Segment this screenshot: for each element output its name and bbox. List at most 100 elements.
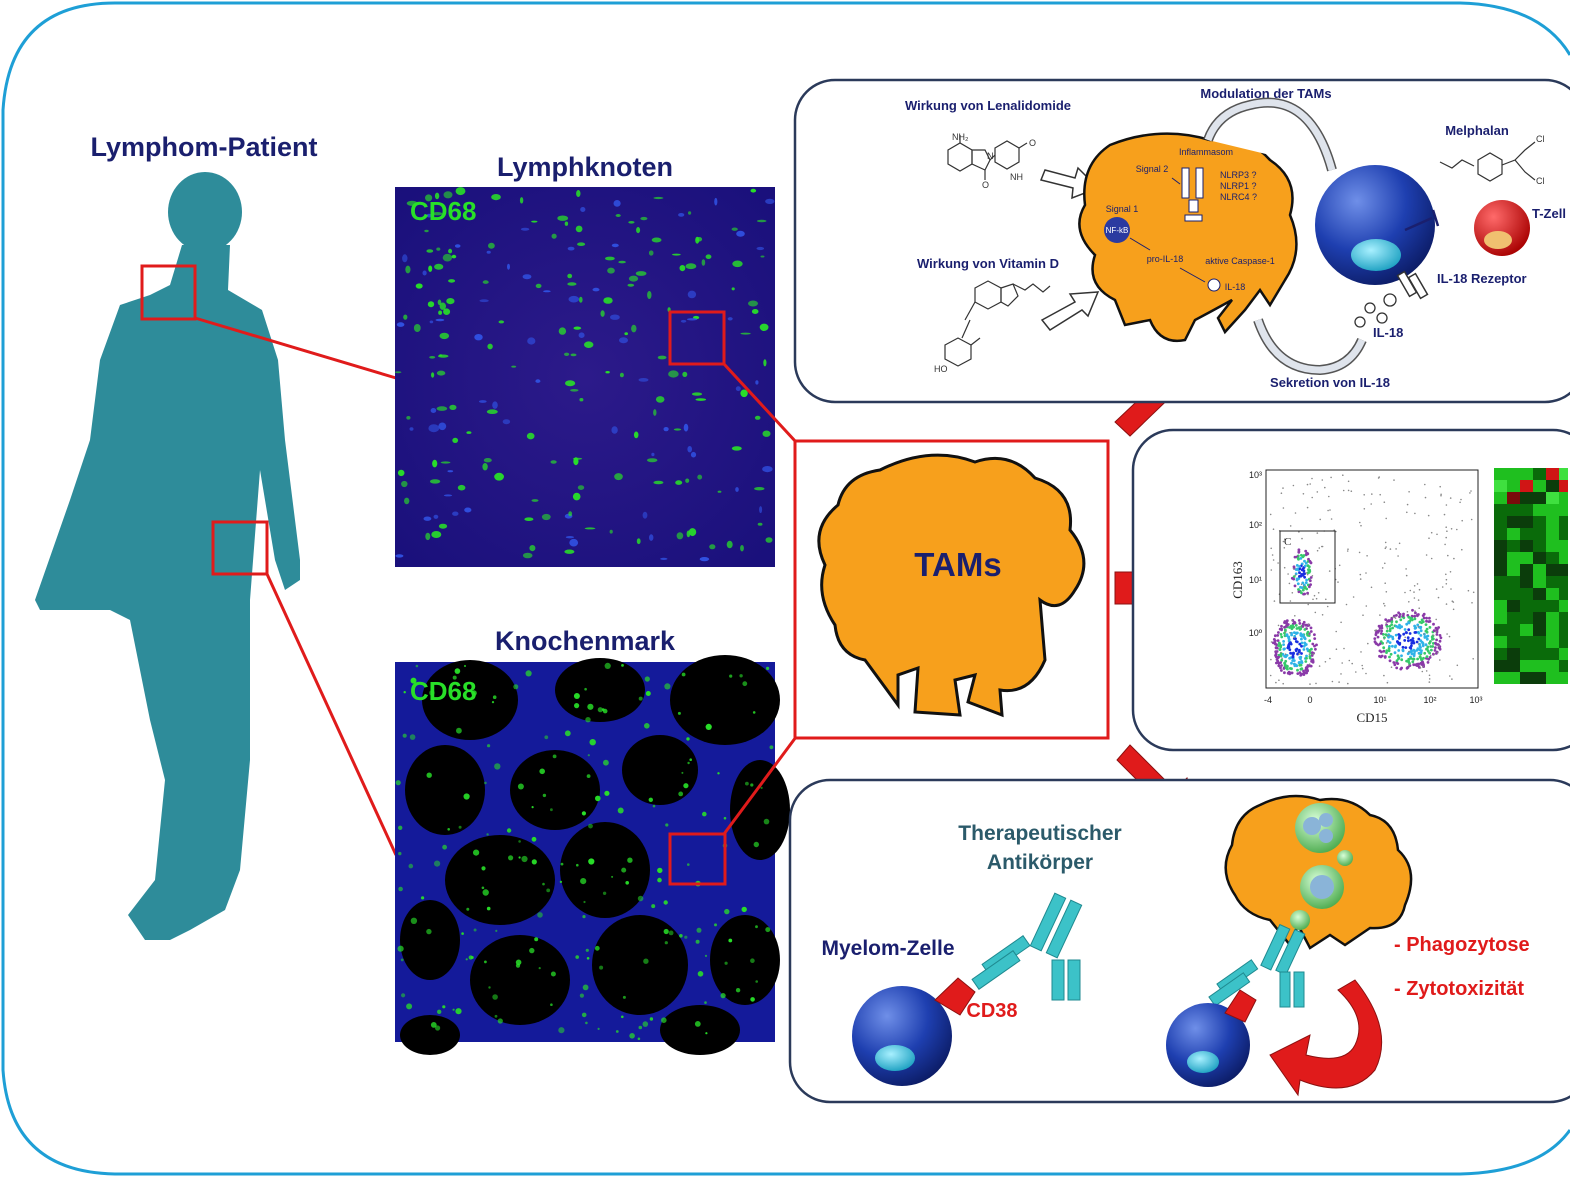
stain-speck — [409, 427, 414, 431]
heatmap-cell — [1494, 504, 1507, 516]
flow-event — [1383, 602, 1385, 605]
flow-event — [1392, 661, 1396, 664]
flow-event — [1387, 649, 1391, 653]
stain-speck — [765, 537, 773, 543]
cd38-receptor-icon — [1224, 989, 1257, 1023]
flow-event — [1398, 615, 1401, 619]
flow-event — [1383, 501, 1386, 504]
stain-speck — [484, 960, 487, 964]
flow-event — [1287, 573, 1289, 575]
heatmap-cell — [1533, 672, 1546, 684]
stain-speck — [645, 691, 651, 696]
stain-speck — [517, 783, 524, 790]
stain-speck — [594, 945, 600, 951]
molecule-atom-label: Cl — [1536, 134, 1545, 144]
heatmap-cell — [1546, 648, 1559, 660]
stain-speck — [426, 928, 432, 935]
caspase-label: aktive Caspase-1 — [1205, 256, 1275, 266]
stain-speck — [668, 930, 674, 936]
flow-event — [1342, 474, 1344, 477]
flow-event — [1270, 658, 1272, 661]
flow-event — [1304, 660, 1308, 663]
flow-event — [1408, 662, 1411, 665]
flow-event — [1294, 512, 1297, 514]
flow-event — [1275, 661, 1278, 665]
flow-event — [1314, 647, 1317, 651]
flow-event — [1395, 620, 1398, 624]
signal1-label: Signal 1 — [1106, 204, 1139, 214]
flow-event — [1430, 557, 1433, 560]
stain-speck — [565, 536, 575, 539]
flow-event — [1395, 548, 1397, 550]
flow-event — [1280, 664, 1283, 667]
flow-event — [1309, 630, 1313, 633]
flow-event — [1449, 571, 1452, 573]
flow-event — [1292, 568, 1295, 570]
stain-speck — [611, 875, 614, 878]
flow-event — [1417, 625, 1420, 628]
flow-event — [1428, 537, 1430, 539]
flow-event — [1384, 605, 1386, 607]
stain-speck — [464, 507, 472, 513]
flow-event — [1383, 656, 1387, 659]
stain-speck — [649, 1017, 654, 1021]
heatmap-cell — [1546, 480, 1559, 492]
flow-event — [1319, 518, 1321, 521]
stain-speck — [627, 283, 635, 287]
stain-speck — [643, 958, 649, 964]
flow-event — [1379, 632, 1383, 635]
flow-event — [1310, 660, 1313, 663]
heatmap-cell — [1559, 564, 1568, 576]
stain-speck — [573, 693, 580, 699]
heatmap-cell — [1533, 480, 1546, 492]
flow-event — [1291, 592, 1294, 594]
stain-speck — [576, 863, 579, 867]
cytotoxicity-label: - Zytotoxizität — [1394, 978, 1524, 1000]
flow-event — [1301, 588, 1305, 592]
flow-event — [1276, 639, 1280, 642]
cd38-label: CD38 — [966, 1000, 1017, 1022]
flow-event — [1270, 547, 1272, 550]
cytotoxicity-arrow — [1269, 979, 1383, 1097]
cd38-receptor-icon — [934, 977, 976, 1016]
stain-speck — [437, 1009, 442, 1014]
flow-event — [1366, 555, 1368, 557]
stain-speck — [705, 254, 712, 259]
flow-event — [1408, 601, 1410, 603]
flow-event — [1313, 594, 1316, 597]
flow-x-tick: 10¹ — [1373, 695, 1386, 705]
stain-speck — [653, 409, 657, 416]
flow-event — [1281, 657, 1283, 660]
stain-speck — [424, 229, 429, 233]
flow-event — [1318, 665, 1321, 667]
stain-speck — [723, 816, 727, 820]
bone-marrow-stain-label: CD68 — [410, 676, 476, 706]
flow-x-tick: 10³ — [1469, 695, 1482, 705]
flow-event — [1434, 642, 1438, 646]
flow-event — [1294, 574, 1297, 576]
flow-event — [1434, 626, 1438, 630]
stain-speck — [492, 401, 498, 409]
flow-event — [1407, 615, 1411, 619]
molecule-atom-label: HO — [934, 364, 948, 374]
flow-event — [1461, 548, 1463, 551]
flow-event — [1365, 605, 1368, 607]
flow-event — [1300, 641, 1304, 645]
stain-speck — [426, 772, 432, 778]
flow-event — [1472, 591, 1475, 594]
flow-event — [1370, 503, 1372, 505]
flow-event — [1431, 645, 1435, 648]
stain-speck — [672, 253, 681, 256]
stain-speck — [595, 795, 601, 802]
flow-event — [1272, 638, 1276, 641]
flow-event — [1385, 649, 1389, 652]
flow-event — [1412, 657, 1416, 661]
heatmap-cell — [1507, 612, 1520, 624]
stain-speck — [748, 300, 758, 307]
flow-event — [1380, 629, 1383, 633]
flow-event — [1410, 641, 1414, 645]
stain-speck — [403, 691, 406, 694]
stain-speck — [628, 221, 635, 224]
il18-label: IL-18 — [1373, 325, 1403, 340]
heatmap-cell — [1507, 552, 1520, 564]
